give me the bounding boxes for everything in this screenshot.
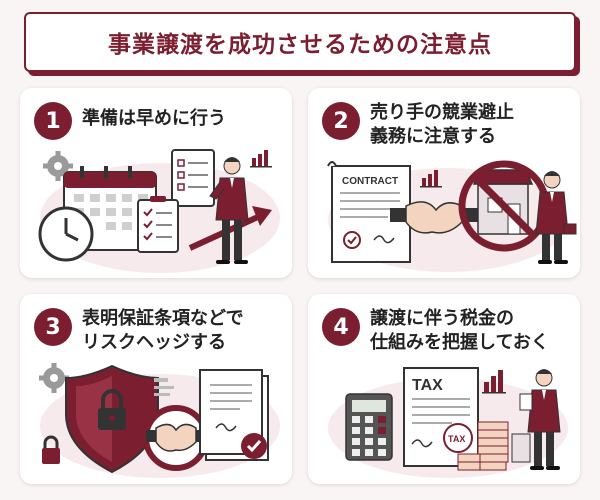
card-title: 表明保証条項などで リスクヘッジする <box>82 308 244 353</box>
businessman-icon <box>519 369 561 470</box>
card-title: 譲渡に伴う税金の 仕組みを把握しておく <box>370 308 549 353</box>
tip-card-4: TAX TAX <box>308 294 580 484</box>
document-check-icon <box>199 369 269 461</box>
handshake-icon <box>143 405 209 471</box>
step-number-badge: 1 <box>34 102 72 140</box>
contract-label: CONTRACT <box>342 176 398 187</box>
gear-icon <box>39 363 69 393</box>
stamp-label: TAX <box>448 434 465 444</box>
tip-card-3: 3 表明保証条項などで リスクヘッジする <box>20 294 292 484</box>
checklist-icon <box>137 149 215 253</box>
title-banner: 事業譲渡を成功させるための注意点 <box>24 12 576 72</box>
tip-card-2: CONTRACT <box>308 88 580 278</box>
step-number-badge: 4 <box>322 308 360 346</box>
no-store-icon <box>458 160 550 252</box>
gear-icon <box>43 151 73 181</box>
padlock-icon <box>42 435 60 464</box>
growth-arrow-icon <box>188 206 272 251</box>
bar-chart-icon <box>420 170 442 188</box>
card-title: 売り手の競業避止 義務に注意する <box>370 102 514 147</box>
tip-card-1: 1 準備は早めに行う <box>20 88 292 278</box>
card-title: 準備は早めに行う <box>82 108 226 129</box>
coins-icon <box>457 421 531 471</box>
shield-lock-icon <box>65 364 159 474</box>
handshake-icon <box>390 201 478 234</box>
tax-document-icon: TAX <box>403 367 479 467</box>
businessman-icon <box>535 171 577 264</box>
step-number-badge: 2 <box>322 102 360 140</box>
calendar-icon <box>63 166 157 251</box>
clock-icon <box>38 206 94 262</box>
tax-label: TAX <box>412 377 443 394</box>
contract-icon: CONTRACT <box>327 161 411 263</box>
step-number-badge: 3 <box>34 308 72 346</box>
tax-stamp-icon: TAX <box>443 423 473 453</box>
bar-chart-icon <box>250 150 272 168</box>
bar-chart-icon <box>482 370 506 394</box>
businessman-icon <box>209 157 249 264</box>
page-title: 事業譲渡を成功させるための注意点 <box>108 32 492 58</box>
calculator-icon <box>345 393 393 461</box>
